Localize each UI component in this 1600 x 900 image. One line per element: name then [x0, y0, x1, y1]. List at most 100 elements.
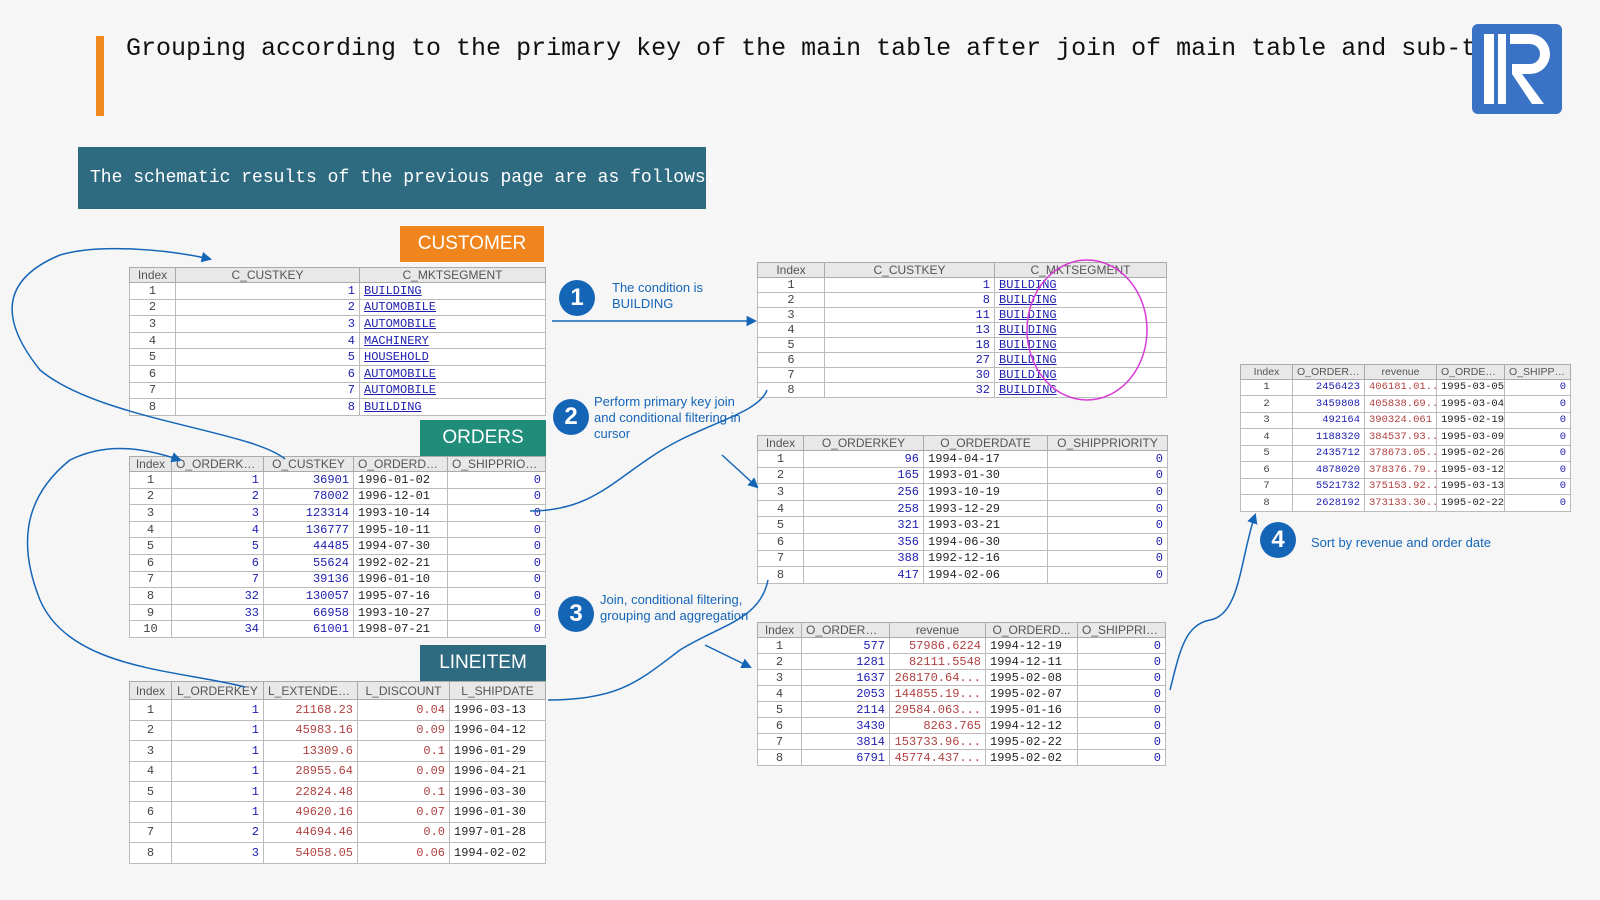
column-header: O_ORDERKEY — [1292, 364, 1365, 380]
logo-icon — [1472, 24, 1562, 114]
table-cell: 34 — [171, 620, 264, 638]
customer-to-orders-arrow — [11, 247, 286, 460]
table-cell: 61001 — [263, 620, 354, 638]
table-cell: 1993-01-30 — [923, 466, 1048, 485]
table-cell: 0.09 — [357, 719, 450, 742]
column-header: O_SHIPPRIORITY — [1047, 435, 1168, 451]
column-header: O_ORDERKEY — [801, 622, 890, 638]
table-cell: AUTOMOBILE — [359, 381, 546, 400]
column-header: O_SHIPPRIORI... — [447, 456, 546, 472]
table-cell: 5521732 — [1292, 477, 1365, 495]
column-header: C_MKTSEGMENT — [359, 267, 546, 283]
table-cell: 32 — [824, 382, 995, 398]
table-cell: 1996-01-02 — [353, 471, 448, 489]
column-header: O_ORDERDATE — [923, 435, 1048, 451]
table-cell: 1995-02-22 — [985, 733, 1078, 750]
table-cell: 0 — [447, 620, 546, 638]
step-3-marker: 3 — [558, 596, 594, 632]
table-cell: 0.1 — [357, 780, 450, 803]
table-cell: BUILDING — [994, 382, 1167, 398]
orders-to-lineitem-arrow — [26, 447, 246, 688]
table-cell: 0.04 — [357, 699, 450, 721]
table-cell: 44694.46 — [263, 821, 358, 844]
column-header: Index — [129, 456, 172, 472]
table-cell: 1995-01-16 — [985, 701, 1078, 718]
column-header: revenue — [1364, 364, 1437, 380]
step-2-marker: 2 — [553, 399, 589, 435]
table-cell: 0 — [1047, 566, 1168, 584]
table-cell: 1997-01-28 — [449, 821, 546, 844]
step-1-text: The condition is BUILDING — [612, 280, 704, 311]
table-cell: 405838.69... — [1364, 395, 1437, 413]
column-header: Index — [1240, 364, 1293, 380]
table-cell: 1995-02-08 — [985, 669, 1078, 686]
step-3-text: Join, conditional filtering, grouping an… — [600, 592, 749, 623]
page-title: Grouping according to the primary key of… — [126, 34, 1537, 63]
step-2-arrow — [721, 454, 759, 489]
table-cell: 577 — [801, 637, 890, 654]
table-cell: 390324.061 — [1364, 411, 1437, 429]
lineitem-label: LINEITEM — [420, 645, 546, 681]
table-cell: 1994-02-02 — [449, 842, 546, 864]
table-cell: 0.09 — [357, 760, 450, 782]
column-header: L_SHIPDATE — [449, 680, 546, 701]
table-cell: 6791 — [801, 749, 890, 766]
table-cell: 1281 — [801, 653, 890, 670]
table-cell: AUTOMOBILE — [359, 298, 546, 317]
table-cell: 8 — [757, 749, 802, 766]
step-4-arrow — [1169, 513, 1258, 691]
table-cell: 1996-01-10 — [353, 570, 448, 589]
column-header: Index — [757, 435, 804, 451]
column-header: O_ORDERDATE — [353, 456, 448, 472]
column-header: C_CUSTKEY — [175, 267, 360, 283]
table-cell: 1996-03-13 — [449, 699, 546, 721]
table-cell: 1995-03-05 — [1436, 378, 1505, 396]
table-cell: 1996-12-01 — [353, 487, 448, 506]
table-cell: 384537.93... — [1364, 428, 1437, 446]
table-cell: 1995-10-11 — [353, 520, 448, 539]
orders-label: ORDERS — [420, 420, 546, 456]
table-cell: 1998-07-21 — [353, 620, 448, 638]
table-cell: 4878020 — [1292, 461, 1365, 479]
table-cell: 0 — [1077, 749, 1166, 766]
column-header: L_DISCOUNT — [357, 680, 450, 701]
title-accent-bar — [96, 36, 104, 116]
step-3-arrow — [704, 644, 752, 669]
table-cell: AUTOMOBILE — [359, 315, 546, 333]
step-3-curve — [547, 579, 769, 701]
column-header: C_CUSTKEY — [824, 262, 995, 278]
column-header: O_ORDERKEY — [171, 456, 264, 472]
table-cell: 39136 — [263, 570, 354, 589]
table-cell: 1995-02-26 — [1436, 444, 1505, 462]
table-cell: BUILDING — [994, 352, 1167, 368]
table-cell: BUILDING — [359, 398, 546, 416]
